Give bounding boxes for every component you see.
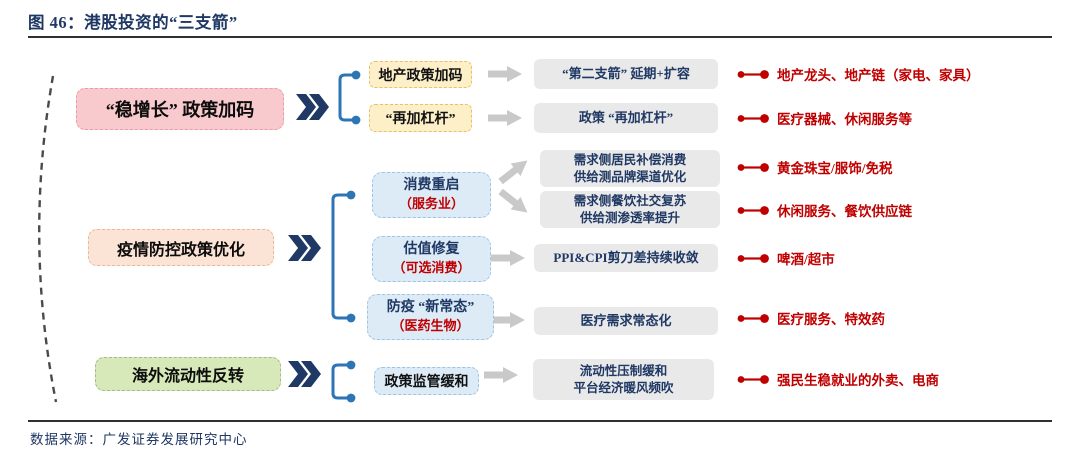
dot-line-arrow-icon xyxy=(737,69,769,79)
subtopic-regulation-easing: 政策监管缓和 xyxy=(374,367,479,395)
chevron-right-icon xyxy=(288,235,321,261)
outcome-row: 强民生稳就业的外卖、电商 xyxy=(737,369,939,389)
title-underline xyxy=(28,36,1052,38)
subtopic-title: 消费重启 xyxy=(403,178,460,194)
subtopic-property-policy: 地产政策加码 xyxy=(369,61,472,88)
driver-second-arrow: “第二支箭” 延期+扩容 xyxy=(534,59,718,89)
driver-releverage-policy: 政策 “再加杠杆” xyxy=(534,103,718,133)
outcome-text: 黄金珠宝/服饰/免税 xyxy=(777,161,893,176)
dot-line-arrow-icon xyxy=(737,205,769,215)
outcome-text: 医疗服务、特效药 xyxy=(777,312,885,327)
driver-line: 需求侧餐饮社交复苏 xyxy=(573,193,687,208)
subtopic-consumption-restart: 消费重启 （服务业） xyxy=(372,172,491,218)
outcome-text: 医疗器械、休闲服务等 xyxy=(777,112,912,127)
subtopic-title: 防疫 “新常态” xyxy=(386,300,475,316)
outcome-text: 啤酒/超市 xyxy=(777,252,835,267)
dot-line-arrow-icon xyxy=(737,374,769,384)
outcome-row: 医疗器械、休闲服务等 xyxy=(737,108,912,128)
dot-line-arrow-icon xyxy=(737,162,769,172)
driver-ppi-cpi: PPI&CPI剪刀差持续收敛 xyxy=(534,244,718,272)
subtopic-note: （可选消费） xyxy=(392,259,471,275)
chevron-right-icon xyxy=(288,361,321,387)
subtopic-new-normal: 防疫 “新常态” （医药生物） xyxy=(367,294,494,340)
bracket-dot xyxy=(351,115,361,125)
driver-line: 需求侧居民补偿消费 xyxy=(573,152,687,167)
category-overseas-liquidity: 海外流动性反转 xyxy=(95,357,281,391)
driver-liquidity-easing: 流动性压制缓和 平台经济暖风频吹 xyxy=(533,359,714,400)
bracket-dot xyxy=(346,313,356,323)
driver-line: 供给测品牌渠道优化 xyxy=(573,169,687,184)
data-source: 数据来源：广发证券发展研究中心 xyxy=(30,432,248,447)
chevron-right-icon xyxy=(296,94,329,120)
dot-line-arrow-icon xyxy=(737,113,769,123)
bracket-dot xyxy=(351,70,361,80)
outcome-text: 强民生稳就业的外卖、电商 xyxy=(777,373,939,388)
category-covid-policy: 疫情防控政策优化 xyxy=(88,229,274,266)
footer-rule xyxy=(28,420,1052,422)
subtopic-note: （服务业） xyxy=(398,195,464,211)
subtopic-title: 估值修复 xyxy=(403,242,460,258)
driver-line: 流动性压制缓和 xyxy=(579,363,668,378)
subtopic-note: （医药生物） xyxy=(391,317,470,333)
category-stable-growth: “稳增长” 政策加码 xyxy=(76,88,284,130)
outcome-row: 啤酒/超市 xyxy=(737,248,835,268)
driver-line: 平台经济暖风频吹 xyxy=(573,380,674,395)
outcome-row: 休闲服务、餐饮供应链 xyxy=(737,200,912,220)
bracket-dot xyxy=(346,393,356,403)
outcome-text: 地产龙头、地产链（家电、家具） xyxy=(777,68,980,83)
subtopic-releverage: “再加杠杆” xyxy=(369,104,472,132)
subtopic-valuation-repair: 估值修复 （可选消费） xyxy=(372,236,491,282)
figure-title: 图 46：港股投资的“三支箭” xyxy=(28,13,238,32)
driver-compensatory-consumption: 需求侧居民补偿消费 供给测品牌渠道优化 xyxy=(540,150,720,187)
outcome-row: 医疗服务、特效药 xyxy=(737,308,885,328)
dot-line-arrow-icon xyxy=(737,253,769,263)
branch-bracket xyxy=(331,363,350,400)
bracket-dot xyxy=(346,360,356,370)
branch-bracket xyxy=(331,193,350,320)
dot-line-arrow-icon xyxy=(737,313,769,323)
outcome-row: 地产龙头、地产链（家电、家具） xyxy=(737,64,980,84)
outcome-row: 黄金珠宝/服饰/免税 xyxy=(737,157,893,177)
bracket-dot xyxy=(346,190,356,200)
outcome-text: 休闲服务、餐饮供应链 xyxy=(777,204,912,219)
left-dashed-arc xyxy=(38,75,58,403)
driver-line: 供给测渗透率提升 xyxy=(579,210,680,225)
driver-dining-recovery: 需求侧餐饮社交复苏 供给测渗透率提升 xyxy=(540,191,720,228)
branch-bracket xyxy=(338,73,355,122)
driver-medical-normalization: 医疗需求常态化 xyxy=(534,307,718,335)
